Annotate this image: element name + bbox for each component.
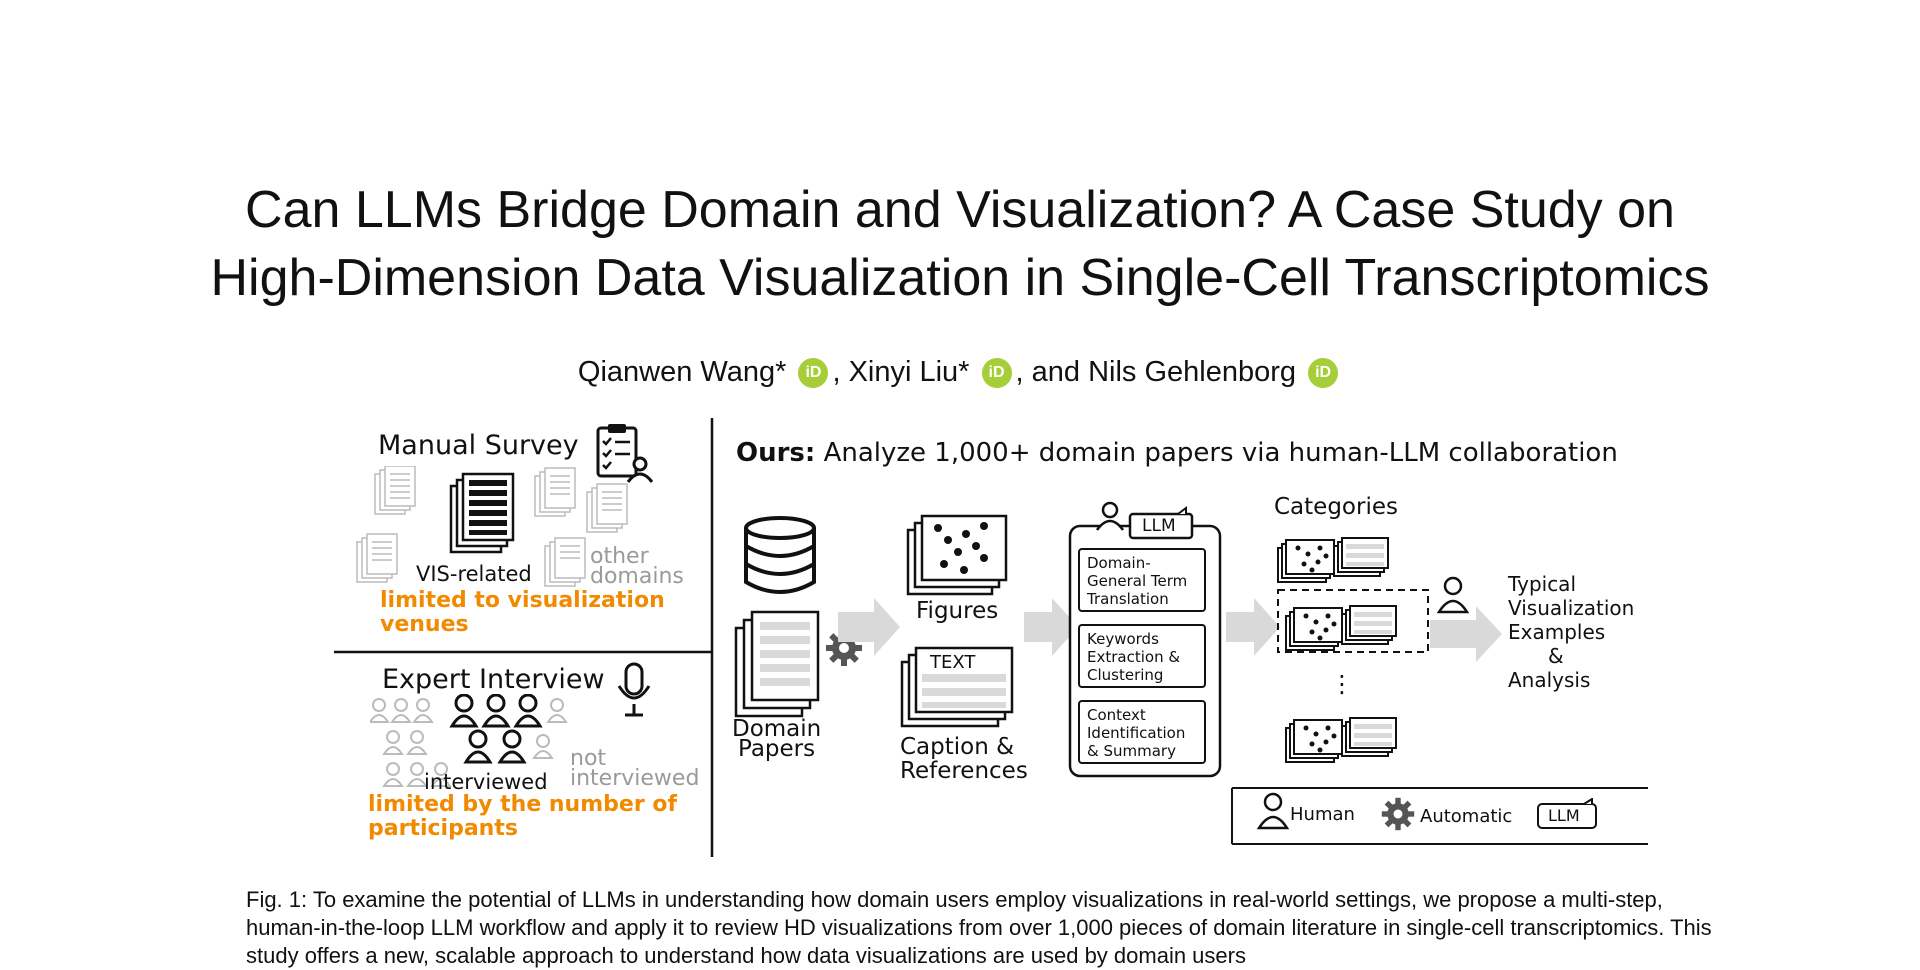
manual-survey-label: Manual Survey	[378, 430, 579, 461]
microphone-icon	[617, 662, 651, 717]
author-3: , and Nils Gehlenborg	[1015, 356, 1297, 388]
domain-papers-label-2: Papers	[738, 736, 816, 762]
legend-human-label: Human	[1290, 804, 1355, 825]
author-1: Qianwen Wang*	[577, 356, 787, 388]
text-tag: TEXT	[930, 652, 976, 673]
flow-arrow-3	[1226, 598, 1280, 656]
author-2: , Xinyi Liu*	[832, 356, 970, 388]
legend-frame	[1231, 787, 1648, 845]
figures-stack-icon	[906, 514, 1008, 596]
typical-examples-label-5: Analysis	[1508, 668, 1591, 692]
legend-llm-label: LLM	[1548, 806, 1580, 825]
survey-limitation-2: venues	[380, 612, 469, 637]
other-domains-label-1: other	[590, 544, 649, 569]
caption-references-label-2: References	[900, 758, 1028, 784]
expert-interview-label: Expert Interview	[382, 664, 605, 695]
not-interviewed-label-1: not	[570, 746, 607, 771]
categories-label: Categories	[1274, 494, 1398, 520]
ours-bold: Ours:	[736, 438, 816, 468]
orcid-icon[interactable]: iD	[798, 358, 829, 389]
figure-caption: Fig. 1: To examine the potential of LLMs…	[246, 887, 1712, 968]
step-context-summary: Context Identification & Summary	[1078, 700, 1206, 764]
category-groups-icon	[1277, 537, 1429, 763]
domain-papers-label-1: Domain	[732, 716, 822, 742]
flow-arrow-4	[1430, 606, 1502, 662]
ours-heading: Ours: Analyze 1,000+ domain papers via h…	[736, 438, 1618, 468]
legend-automatic-label: Automatic	[1420, 806, 1513, 827]
paper-title-line1: Can LLMs Bridge Domain and Visualization…	[245, 181, 1675, 239]
document-stacks-icon	[356, 466, 628, 587]
text-stack-icon	[900, 646, 1014, 728]
categories-ellipsis: ⋮	[1330, 670, 1354, 698]
typical-examples-label-4: &	[1548, 644, 1564, 668]
typical-examples-label-2: Visualization	[1508, 596, 1635, 620]
paper-title-line2: High-Dimension Data Visualization in Sin…	[210, 249, 1710, 307]
survey-clipboard-icon	[596, 424, 654, 483]
llm-tag: LLM	[1142, 516, 1176, 536]
not-interviewed-label-2: interviewed	[570, 766, 700, 791]
legend-llm-frame	[1537, 798, 1597, 829]
typical-examples-label-3: Examples	[1508, 620, 1606, 644]
author-list: Qianwen Wang* iD, Xinyi Liu* iD, and Nil…	[0, 356, 1920, 389]
other-domains-label-2: domains	[590, 564, 684, 589]
figures-label: Figures	[916, 598, 999, 624]
caption-references-label-1: Caption &	[900, 734, 1015, 760]
flow-arrow-2	[1024, 598, 1078, 656]
human-review-icon	[1436, 576, 1470, 614]
typical-examples-label-1: Typical	[1508, 572, 1576, 596]
interview-limitation-2: participants	[368, 816, 518, 841]
orcid-icon[interactable]: iD	[1308, 358, 1339, 389]
database-icon	[744, 516, 816, 594]
vis-related-label: VIS-related	[416, 562, 532, 586]
domain-papers-icon	[734, 610, 820, 718]
step-term-translation: Domain- General Term Translation	[1078, 548, 1206, 612]
legend-human-icon	[1256, 792, 1290, 830]
legend-gear-icon	[1381, 797, 1415, 831]
survey-limitation-1: limited to visualization	[380, 588, 665, 613]
step-keywords-clustering: Keywords Extraction & Clustering	[1078, 624, 1206, 688]
interviewed-label: interviewed	[424, 770, 548, 794]
ours-text: Analyze 1,000+ domain papers via human-L…	[815, 438, 1618, 468]
interview-limitation-1: limited by the number of	[368, 792, 678, 817]
flow-arrow-1	[838, 598, 900, 656]
orcid-icon[interactable]: iD	[981, 358, 1012, 389]
